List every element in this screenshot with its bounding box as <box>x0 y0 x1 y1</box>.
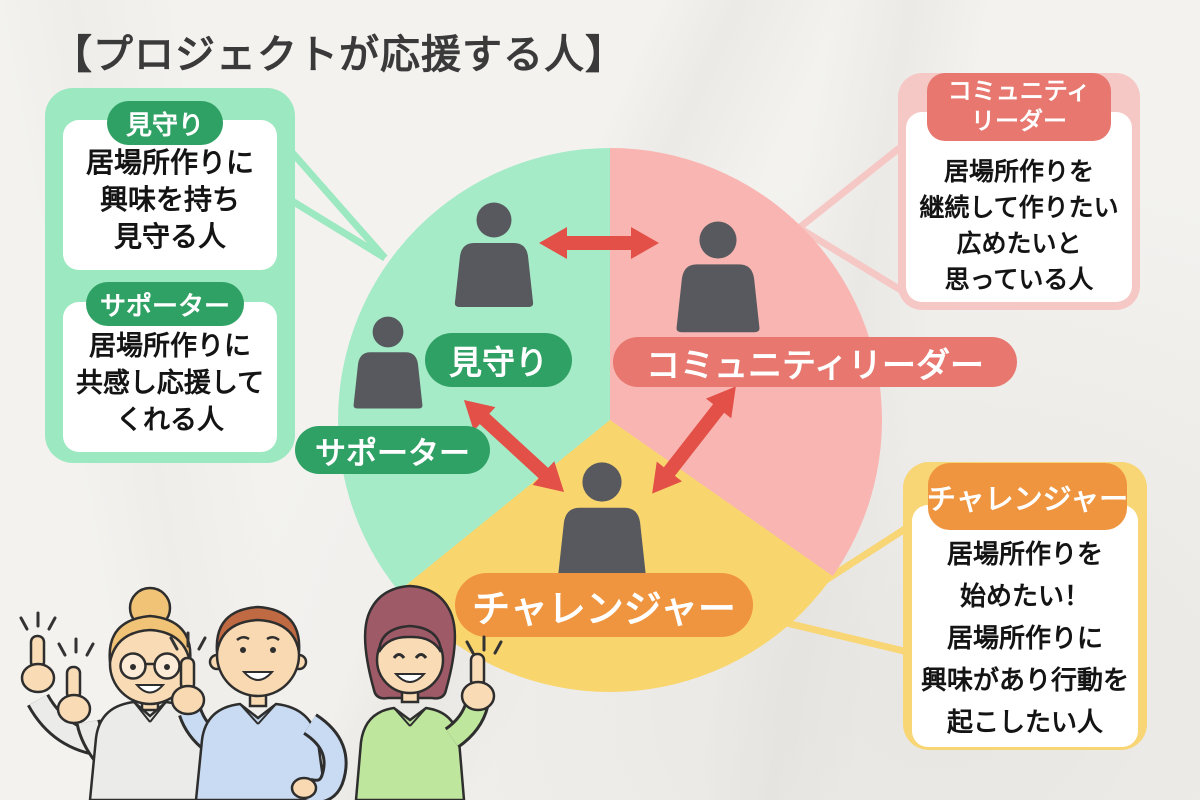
card-supporter-text: 居場所作りに 共感し応援して くれる人 <box>63 328 277 439</box>
text-line: 共感し応援して <box>75 368 265 398</box>
text-line: 始めたい！ <box>959 581 1090 611</box>
badge-challenger: チャレンジャー <box>927 463 1128 530</box>
text-line: 居場所作りに <box>946 623 1103 653</box>
panel-community-leader: 居場所作りを 継続して作りたい 広めたいと 思っている人 コミュニティ リーダー <box>898 73 1140 310</box>
label-supporter: サポーター <box>295 426 490 474</box>
card-community-leader: 居場所作りを 継続して作りたい 広めたいと 思っている人 <box>906 112 1132 302</box>
illustration-person-blonde <box>19 586 213 800</box>
text-line: 居場所作りを <box>943 158 1094 186</box>
panel-mimamori-supporter: 居場所作りに 興味を持ち 見守る人 居場所作りに 共感し応援して くれる人 見守… <box>45 88 295 463</box>
card-mimamori: 居場所作りに 興味を持ち 見守る人 <box>63 120 277 270</box>
badge-supporter: サポーター <box>86 282 244 326</box>
text-line: 思っている人 <box>944 266 1094 294</box>
card-supporter: 居場所作りに 共感し応援して くれる人 <box>63 302 277 452</box>
text-line: 居場所作りに <box>85 147 254 178</box>
text-line: 興味を持ち <box>99 184 240 215</box>
card-challenger-text: 居場所作りを 始めたい！ 居場所作りに 興味があり行動を 起こしたい人 <box>912 533 1138 743</box>
badge-line: リーダー <box>971 108 1067 135</box>
person-icon-mimamori <box>454 202 534 307</box>
person-icon-community-leader <box>676 221 760 333</box>
text-line: 広めたいと <box>956 230 1082 258</box>
text-line: 居場所作りを <box>946 539 1103 569</box>
person-icon-challenger <box>558 462 646 580</box>
thumbs-up-people-illustration <box>19 584 503 800</box>
page-title: 【プロジェクトが応援する人】 <box>52 33 626 77</box>
label-challenger: チャレンジャー <box>455 573 753 637</box>
card-challenger: 居場所作りを 始めたい！ 居場所作りに 興味があり行動を 起こしたい人 <box>912 505 1138 747</box>
card-community-leader-text: 居場所作りを 継続して作りたい 広めたいと 思っている人 <box>906 154 1132 298</box>
text-line: 見守る人 <box>113 221 226 252</box>
badge-line: コミュニティ <box>947 78 1091 105</box>
panel-challenger: 居場所作りを 始めたい！ 居場所作りに 興味があり行動を 起こしたい人 チャレン… <box>903 462 1147 750</box>
illustration-person-green <box>354 584 503 800</box>
arrow-supporter-challenger <box>463 399 565 493</box>
arrow-mimamori-leader <box>539 227 659 259</box>
text-line: 起こしたい人 <box>946 707 1103 737</box>
text-line: 居場所作りに <box>89 331 251 361</box>
text-line: くれる人 <box>116 405 224 435</box>
green-connector-lines <box>282 147 388 261</box>
pink-connector-lines <box>796 143 906 295</box>
person-icon-supporter <box>353 316 423 409</box>
label-mimamori: 見守り <box>425 333 572 387</box>
card-mimamori-text: 居場所作りに 興味を持ち 見守る人 <box>63 144 277 255</box>
illustration-person-man <box>169 605 348 800</box>
label-community-leader: コミュニティリーダー <box>613 337 1017 387</box>
arrow-challenger-leader <box>652 386 736 494</box>
badge-community-leader: コミュニティ リーダー <box>927 73 1111 141</box>
text-line: 興味があり行動を <box>920 665 1129 695</box>
badge-mimamori: 見守り <box>107 101 223 145</box>
text-line: 継続して作りたい <box>919 194 1119 222</box>
